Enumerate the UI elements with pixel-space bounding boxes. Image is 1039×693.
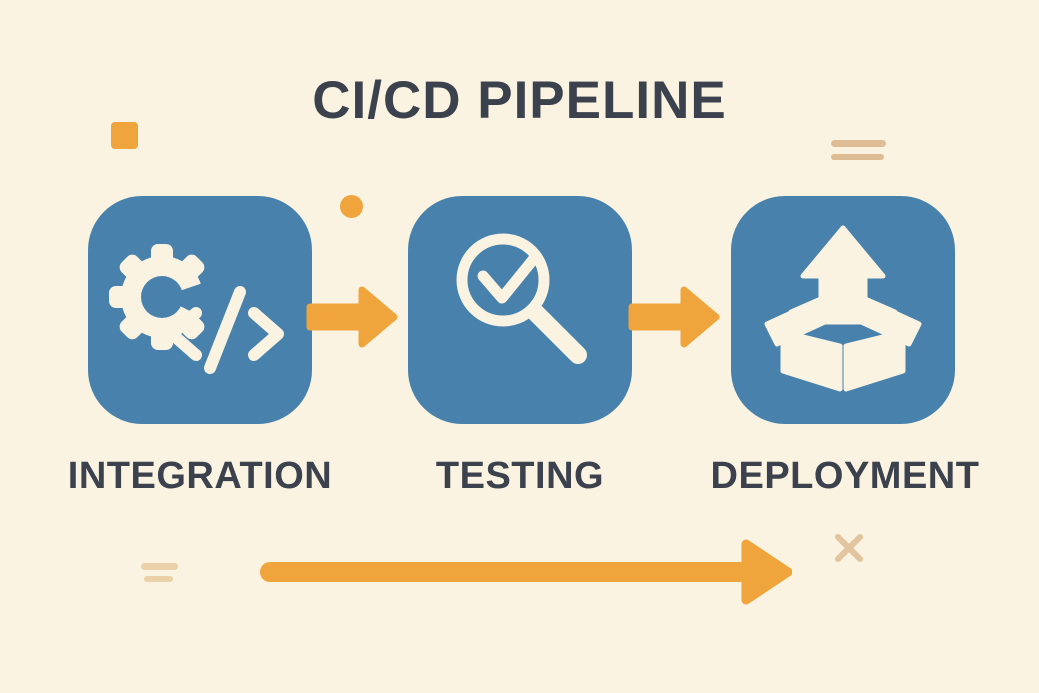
x-mark-decoration xyxy=(835,534,863,562)
stage-label-testing: TESTING xyxy=(435,455,605,497)
stage-box-integration xyxy=(88,196,312,424)
double-line-bottom-left-decoration xyxy=(144,576,173,582)
gear-code-icon xyxy=(109,244,284,374)
stage-label-integration: INTEGRATION xyxy=(67,455,333,497)
page-title: CI/CD PIPELINE xyxy=(312,71,727,130)
right-arrow-icon xyxy=(306,286,398,348)
double-line-top-right-decoration xyxy=(831,154,884,160)
stage-label-deployment: DEPLOYMENT xyxy=(710,455,980,497)
long-right-arrow-icon xyxy=(260,539,792,605)
double-line-bottom-left-decoration xyxy=(141,563,178,570)
magnifier-check-icon xyxy=(456,233,587,364)
stage-box-deployment xyxy=(731,196,955,424)
orange-square-decoration xyxy=(111,122,138,149)
box-up-arrow-icon xyxy=(764,225,922,392)
stage-box-testing xyxy=(408,196,632,424)
orange-dot-decoration xyxy=(340,195,363,218)
right-arrow-icon xyxy=(628,286,720,348)
double-line-top-right-decoration xyxy=(831,140,886,147)
